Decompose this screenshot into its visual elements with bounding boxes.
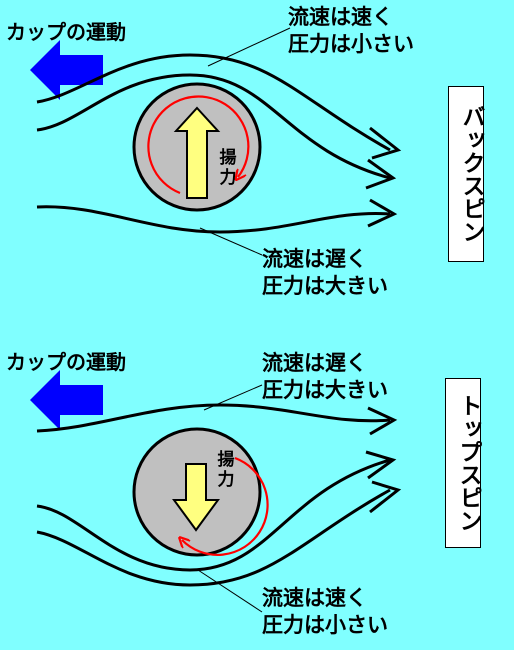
- streamlines-topspin: [36, 403, 391, 587]
- lift-char: 揚: [219, 148, 237, 168]
- note-top-backspin: 流速は速く 圧力は小さい: [288, 4, 414, 58]
- lift-char: 力: [217, 470, 235, 490]
- note-line: 圧力は小さい: [262, 613, 388, 637]
- streamline-heads-backspin: [365, 126, 402, 228]
- lift-label-topspin: 揚 力: [216, 450, 236, 490]
- streamlines-backspin: [36, 53, 391, 234]
- note-line: 圧力は大きい: [262, 274, 388, 298]
- streamline-heads-topspin: [365, 406, 402, 514]
- leader-top-backspin: [207, 27, 291, 67]
- down-arrow-icon: [172, 463, 220, 532]
- spin-arc-icon: [147, 95, 250, 195]
- note-line: 流速は遅く: [262, 351, 367, 375]
- note-line: 圧力は小さい: [288, 32, 414, 56]
- note-line: 流速は遅く: [262, 247, 367, 271]
- note-bottom-topspin: 流速は速く 圧力は小さい: [262, 585, 388, 639]
- leader-bottom-topspin: [197, 569, 263, 613]
- note-line: 流速は速く: [262, 586, 367, 610]
- leader-bottom-backspin: [199, 227, 263, 256]
- lift-char: 揚: [217, 450, 235, 470]
- leader-top-topspin: [203, 384, 263, 411]
- left-arrow-icon: [30, 370, 103, 430]
- note-line: 圧力は大きい: [262, 378, 388, 402]
- lift-label-backspin: 揚 力: [218, 148, 238, 188]
- streamline-lower: [36, 205, 391, 234]
- streamline-inner: [36, 73, 391, 180]
- spin-type-topspin: トップスピン: [445, 378, 481, 548]
- streamline-inner: [36, 458, 391, 572]
- streamline-outer: [36, 488, 391, 587]
- left-arrow-icon: [30, 40, 103, 100]
- up-arrow-icon: [173, 106, 221, 199]
- lift-char: 力: [219, 168, 237, 188]
- spin-arc-icon: [182, 456, 269, 556]
- spin-type-backspin: バックスピン: [448, 86, 484, 262]
- motion-label-topspin: カップの運動: [6, 350, 126, 374]
- streamline-outer: [36, 53, 391, 152]
- streamline-upper: [36, 403, 391, 433]
- motion-label-backspin: カップの運動: [6, 20, 126, 44]
- note-bottom-backspin: 流速は遅く 圧力は大きい: [262, 246, 388, 300]
- note-line: 流速は速く: [288, 5, 393, 29]
- note-top-topspin: 流速は遅く 圧力は大きい: [262, 350, 388, 404]
